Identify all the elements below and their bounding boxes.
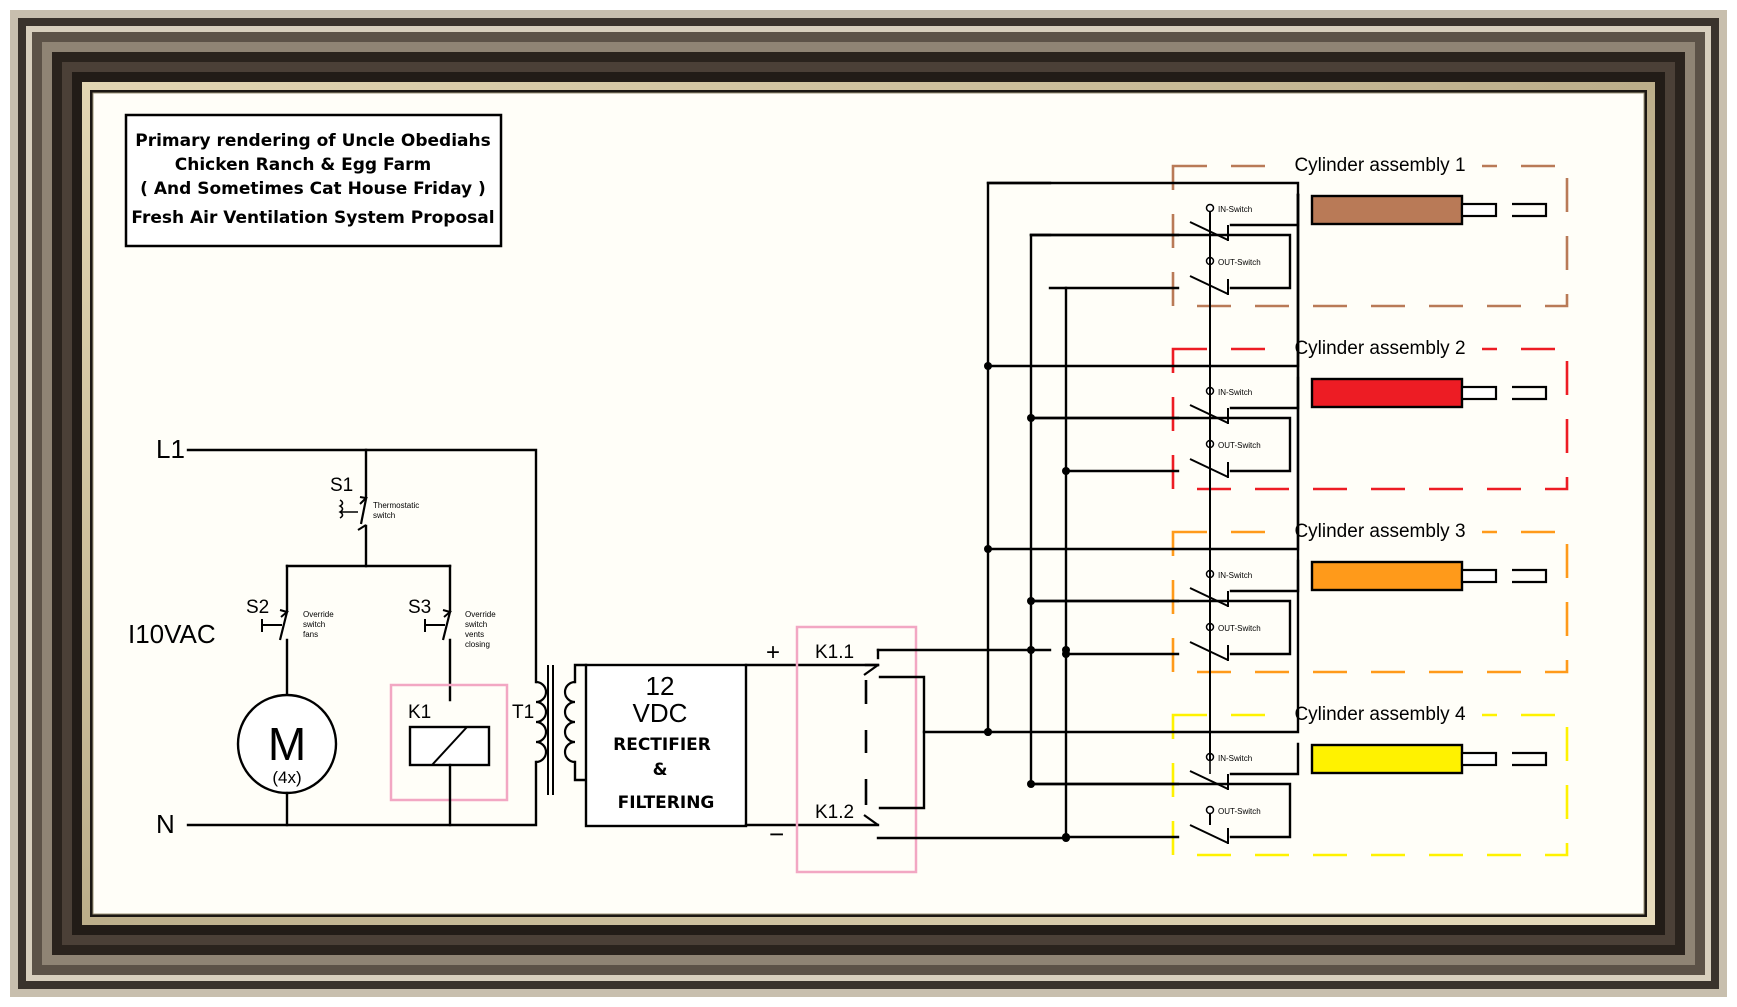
cylinder-body [1310, 377, 1464, 409]
k1-coil [408, 725, 491, 767]
cylinder-assemblies: Cylinder assembly 1IN-SwitchOUT-SwitchCy… [984, 150, 1569, 857]
t1-label: T1 [512, 702, 534, 723]
in-switch-roller [1205, 203, 1215, 213]
mains-circuit: L1 N I10VAC S1 Thermostatic switch S2 Ov… [128, 434, 588, 839]
out-switch-blade [1189, 814, 1229, 844]
s2-contact [278, 611, 289, 641]
feed-wire [986, 181, 1300, 197]
assembly-label: Cylinder assembly 3 [1294, 521, 1465, 542]
cylinder-body [1310, 743, 1464, 775]
cylinder-lead [1229, 742, 1300, 776]
s1-contact [359, 498, 368, 525]
thermostat-icon [338, 499, 358, 519]
n-label: N [156, 809, 175, 839]
k1-2-label: K1.2 [815, 802, 854, 823]
l1-wire [186, 448, 538, 684]
t1-secondary [563, 680, 576, 764]
out-switch-label: OUT-Switch [1218, 441, 1261, 450]
k1-1-label: K1.1 [815, 642, 854, 663]
title-line-2: Chicken Ranch & Egg Farm [175, 155, 431, 175]
s3-label: S3 [408, 597, 431, 618]
title-line-3: ( And Sometimes Cat House Friday ) [140, 179, 486, 199]
in-switch-blade [1189, 222, 1229, 790]
assembly-label: Cylinder assembly 4 [1294, 704, 1465, 725]
s2-label: S2 [246, 597, 269, 618]
psu-line-5: FILTERING [618, 793, 715, 813]
s1-note-1: Thermostatic [373, 501, 419, 510]
piston-rod-extension [1512, 568, 1548, 584]
title-block: Primary rendering of Uncle Obediahs Chic… [124, 113, 503, 248]
psu-plus: + [766, 639, 780, 666]
power-supply: 12 VDC RECTIFIER & FILTERING + − [584, 639, 880, 849]
t1-primary [535, 680, 548, 764]
assembly-label: Cylinder assembly 1 [1294, 155, 1465, 176]
piston-rod [1460, 202, 1498, 218]
voltage-label: I10VAC [128, 619, 216, 649]
in-switch-label: IN-Switch [1218, 754, 1252, 763]
psu-minus: − [769, 819, 784, 849]
piston-rod [1460, 568, 1498, 584]
k1-contacts: K1.1 K1.2 [795, 625, 1068, 874]
k1-label: K1 [408, 702, 431, 723]
cylinder-body [1310, 560, 1464, 592]
piston-rod [1460, 751, 1498, 767]
s2-note-3: fans [303, 630, 318, 639]
out-switch-roller [1205, 805, 1215, 815]
k1-contacts-highlight [795, 625, 918, 874]
s3-contact [441, 611, 452, 641]
t1-core [547, 665, 554, 795]
assembly-label: Cylinder assembly 2 [1294, 338, 1465, 359]
title-line-4: Fresh Air Ventilation System Proposal [131, 208, 494, 228]
psu-box [584, 663, 748, 828]
k1-coil-slash [431, 726, 468, 766]
s3-note-4: closing [465, 640, 490, 649]
psu-line-1: 12 [646, 671, 675, 701]
s2-note-2: switch [303, 620, 325, 629]
s3-note-1: Override [465, 610, 496, 619]
s2-note-1: Override [303, 610, 334, 619]
motor-label: M [268, 718, 306, 770]
k1-1-blade [863, 664, 879, 676]
in-switch-label: IN-Switch [1218, 571, 1252, 580]
in-switch-label: IN-Switch [1218, 388, 1252, 397]
out-switch-label: OUT-Switch [1218, 807, 1261, 816]
l1-label: L1 [156, 434, 185, 464]
cylinder-body [1310, 194, 1464, 226]
psu-outputs [744, 663, 880, 827]
psu-line-2: VDC [633, 698, 688, 728]
k1-nc-loop [878, 675, 926, 810]
k1-2-blade [863, 814, 879, 826]
piston-rod-extension [1512, 202, 1548, 218]
n-wire [186, 760, 538, 827]
out-switch-label: OUT-Switch [1218, 258, 1261, 267]
s3-pushbutton [424, 619, 445, 632]
psu-line-3: RECTIFIER [613, 735, 711, 755]
motor-count: (4x) [272, 768, 301, 787]
in-switch-label: IN-Switch [1218, 205, 1252, 214]
piston-rod [1460, 385, 1498, 401]
s3-note-3: vents [465, 630, 484, 639]
s2-pushbutton [261, 619, 282, 632]
s1-label: S1 [330, 475, 353, 496]
piston-rod-extension [1512, 751, 1548, 767]
psu-line-4: & [653, 760, 668, 780]
piston-rod-extension [1512, 385, 1548, 401]
feed-wire [986, 193, 1300, 734]
title-line-1: Primary rendering of Uncle Obediahs [135, 131, 490, 151]
t1-secondary-leads [573, 663, 588, 782]
s3-note-2: switch [465, 620, 487, 629]
out-switch-label: OUT-Switch [1218, 624, 1261, 633]
s1-note-2: switch [373, 511, 395, 520]
